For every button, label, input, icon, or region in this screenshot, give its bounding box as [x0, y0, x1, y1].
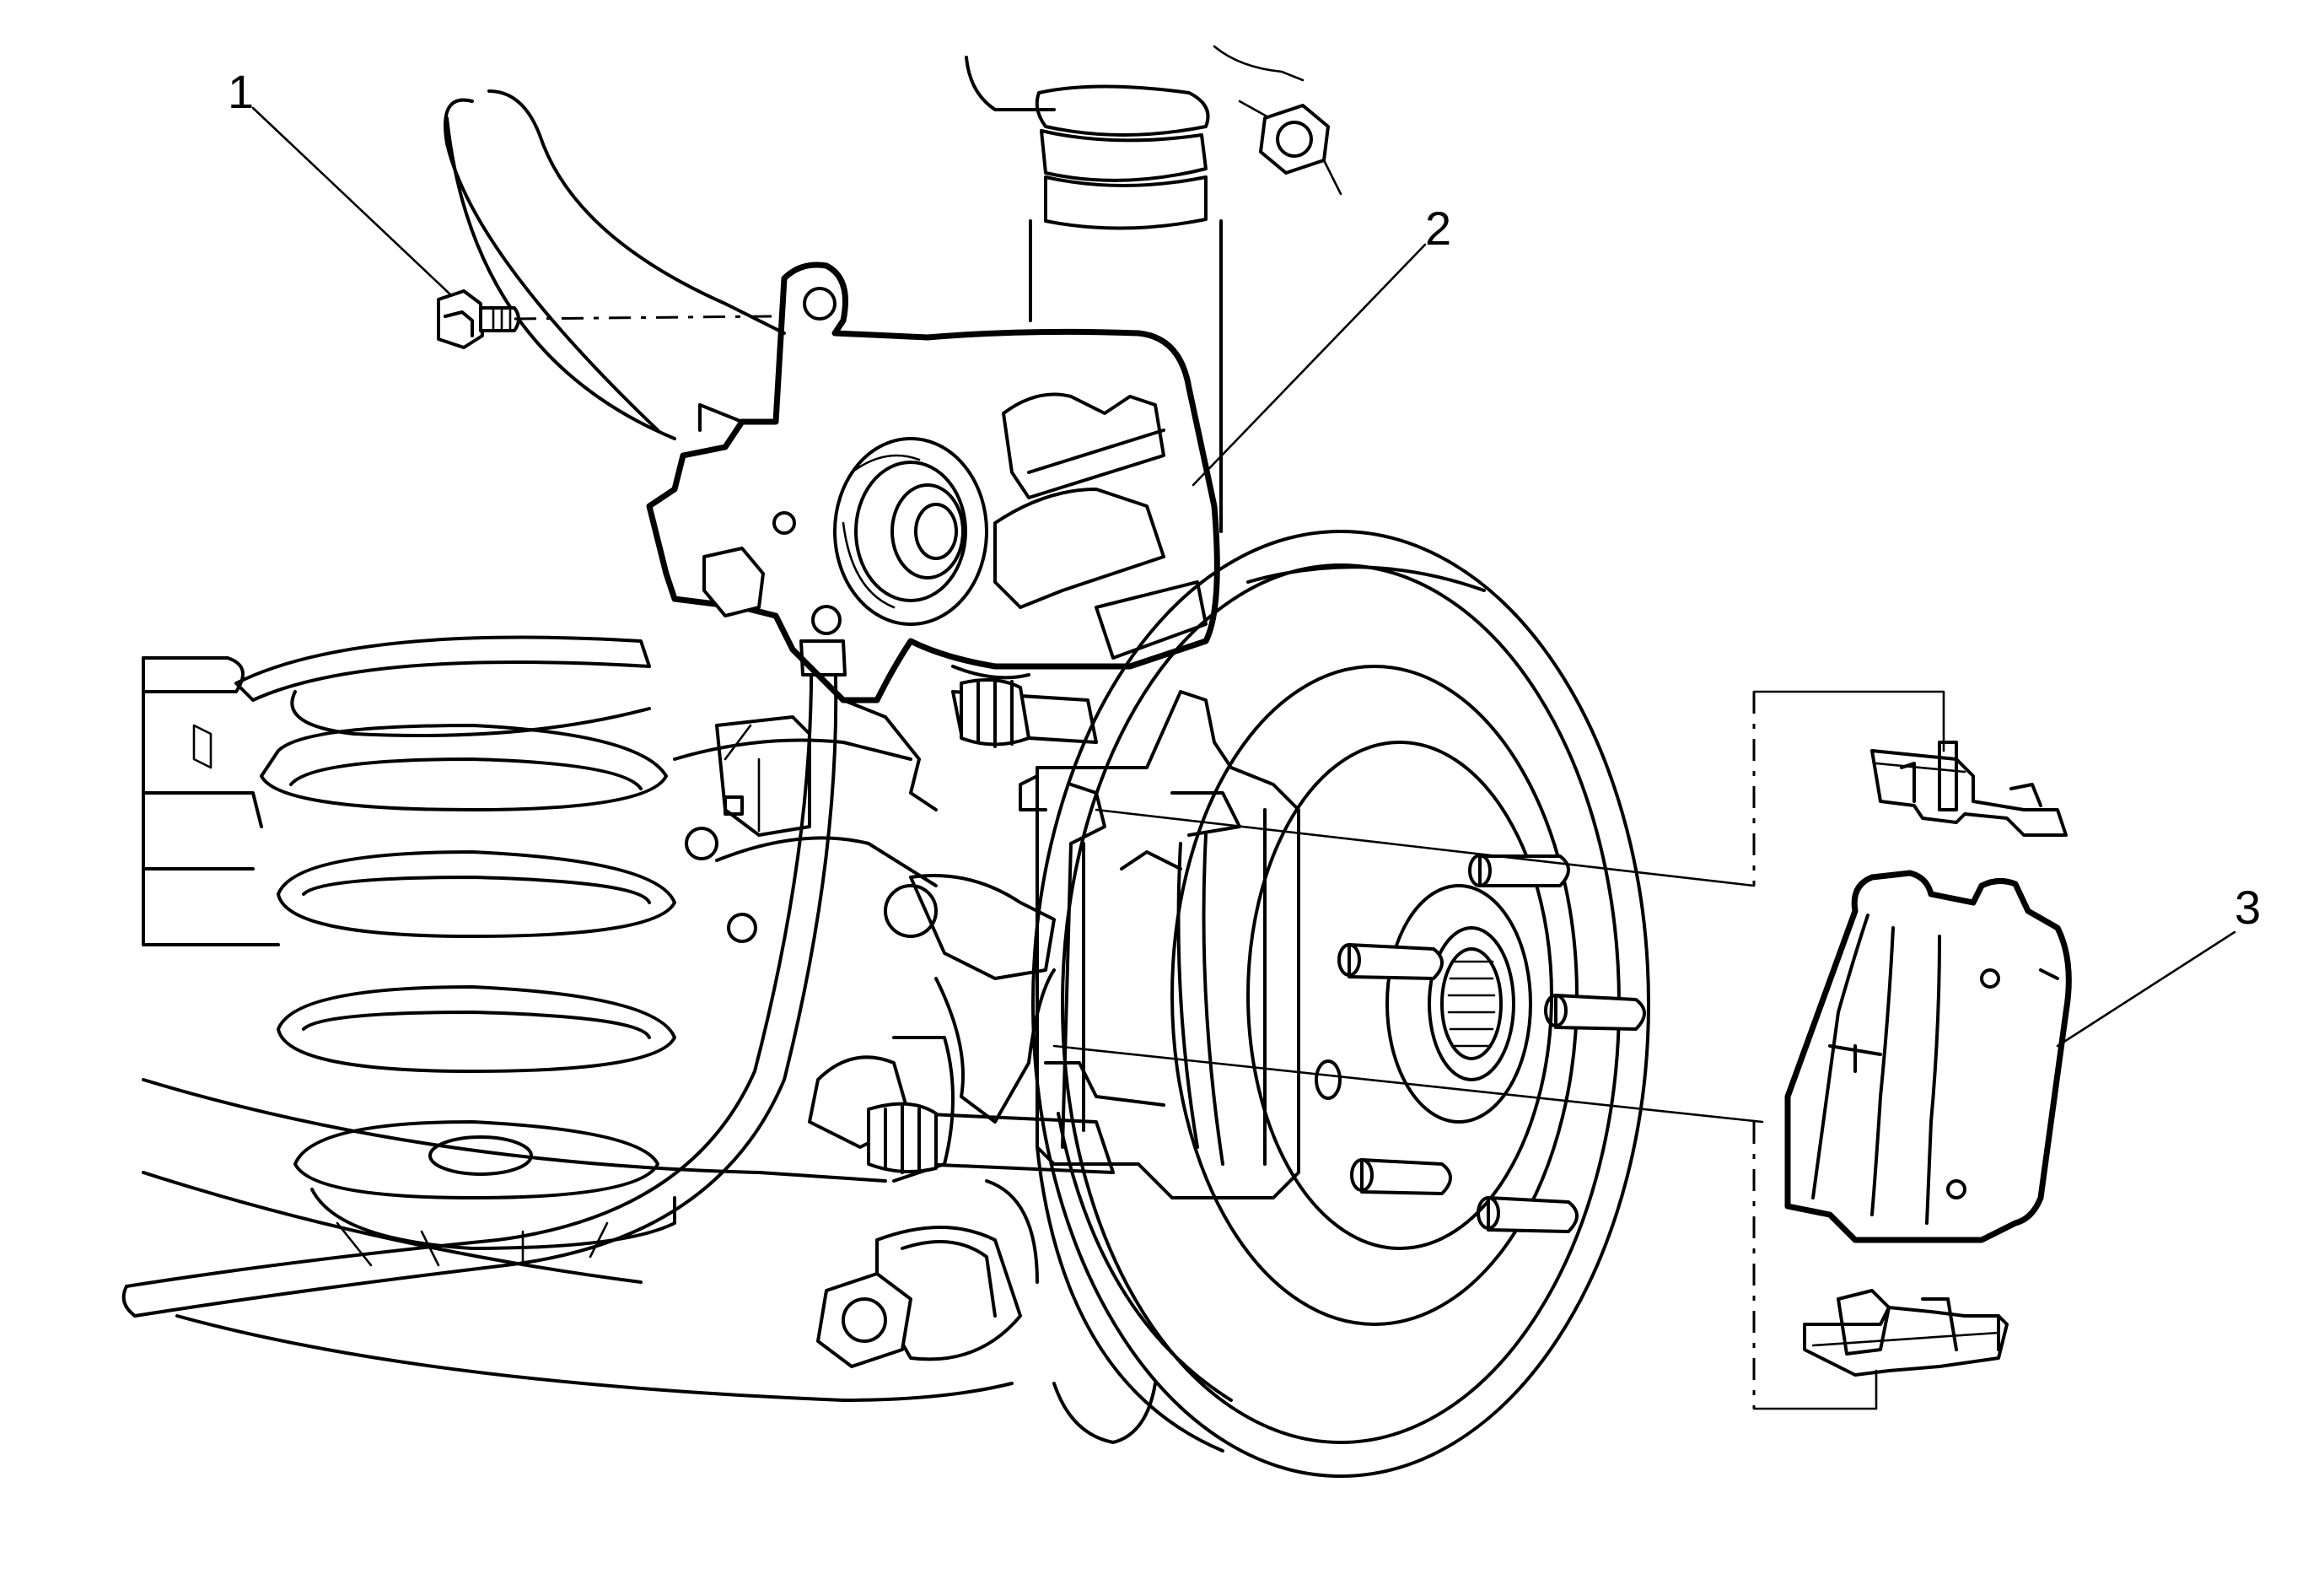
- guide-pin-lower: [867, 1102, 1115, 1174]
- caliper-bracket: [1019, 690, 1300, 1199]
- wheel-hub: [1315, 854, 1646, 1233]
- pad-clip-upper: [1870, 741, 2068, 837]
- guide-pin-upper: [951, 677, 1098, 748]
- caliper-bolt: [437, 289, 520, 349]
- wheel-stud: [1350, 1158, 1452, 1195]
- coil-spring: [234, 635, 676, 1267]
- callout-1: 1: [228, 65, 254, 118]
- brake-hose: [121, 89, 847, 1318]
- lower-link: [816, 1226, 1157, 1444]
- callout-2: 2: [1425, 202, 1451, 255]
- suspension-arm: [142, 656, 1014, 1402]
- wheel-stud: [1468, 854, 1570, 887]
- strut-assembly: [965, 45, 1342, 533]
- leader-lines: [251, 106, 2236, 1048]
- brake-pad: [1784, 870, 2072, 1243]
- callout-3: 3: [2235, 881, 2261, 934]
- assembly-lines: [514, 315, 1945, 1410]
- brake-caliper: [646, 261, 1220, 811]
- knuckle: [808, 874, 1056, 1284]
- wheel-stud: [1544, 994, 1646, 1031]
- strut-nut: [1259, 104, 1330, 175]
- wheel-stud: [1337, 943, 1444, 980]
- wheel-stud: [1477, 1196, 1579, 1233]
- callouts: 1 2 3: [228, 65, 2261, 934]
- pad-clip-lower: [1803, 1289, 2009, 1377]
